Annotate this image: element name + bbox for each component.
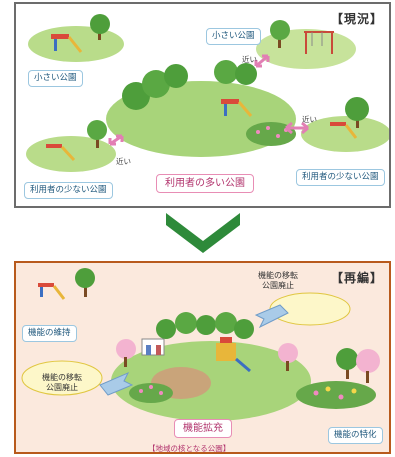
cherry-tree xyxy=(356,349,380,383)
label-specialize: 機能の特化 xyxy=(328,427,383,444)
relocation-arrow-icon xyxy=(99,372,134,396)
slide-icon xyxy=(330,122,358,139)
tree-cluster xyxy=(156,312,254,339)
flower-hedge xyxy=(296,381,376,409)
slide-icon xyxy=(38,283,66,300)
bubble-relocate-left: 機能の移転 公園廃止 xyxy=(42,373,82,392)
relocation-arrow-icon xyxy=(254,304,289,329)
label-maintain: 機能の維持 xyxy=(22,325,77,342)
near-label: 近い xyxy=(242,55,257,64)
current-park-scene xyxy=(26,14,389,172)
slide-icon xyxy=(221,99,253,117)
current-situation-panel: 【現況】 小さい公園 小さい公園 利用者の多い公園 利用者の少ない公園 利用者の… xyxy=(14,2,391,208)
grass-few-users-left xyxy=(26,136,116,172)
flower-hedge xyxy=(129,383,173,403)
slide-icon xyxy=(51,34,83,53)
tree xyxy=(336,348,358,379)
grass-few-users-right xyxy=(301,116,389,152)
near-label: 近い xyxy=(302,115,317,124)
relocate-oval-left xyxy=(21,360,103,396)
tree xyxy=(87,120,107,148)
tree xyxy=(270,20,290,48)
tree-cluster xyxy=(122,60,257,110)
label-few-users-right: 利用者の少ない公園 xyxy=(296,169,385,186)
label-few-users-left: 利用者の少ない公園 xyxy=(24,182,113,199)
tree xyxy=(90,14,110,40)
near-label: 近い xyxy=(116,157,131,166)
panel-title-current: 【現況】 xyxy=(330,12,383,26)
slide-icon xyxy=(46,144,76,162)
cherry-tree xyxy=(116,339,136,367)
label-expand: 機能拡充 xyxy=(174,419,232,438)
double-arrow-icon xyxy=(108,134,124,146)
reorganized-park-scene xyxy=(21,268,380,421)
swing-icon xyxy=(304,31,334,54)
label-many-users: 利用者の多い公園 xyxy=(156,174,254,193)
tree xyxy=(75,268,95,297)
toilet-building-icon xyxy=(141,338,165,356)
panel-title-reorganized: 【再編】 xyxy=(330,271,383,285)
play-structure-icon xyxy=(216,337,251,373)
label-small-park-top: 小さい公園 xyxy=(206,28,261,45)
hub-caption: 【地域の核となる公園】 xyxy=(148,444,231,453)
label-small-park-left: 小さい公園 xyxy=(28,70,83,87)
transition-arrow-icon xyxy=(166,213,240,253)
double-arrow-icon xyxy=(254,54,270,68)
tree xyxy=(345,97,369,128)
double-arrow-icon xyxy=(285,121,309,135)
cherry-tree xyxy=(278,343,298,371)
bubble-relocate-top: 機能の移転 公園廃止 xyxy=(258,271,298,290)
reorganized-panel: 【再編】 機能の維持 機能拡充 機能の特化 機能の移転 公園廃止 機能の移転 公… xyxy=(14,261,391,454)
